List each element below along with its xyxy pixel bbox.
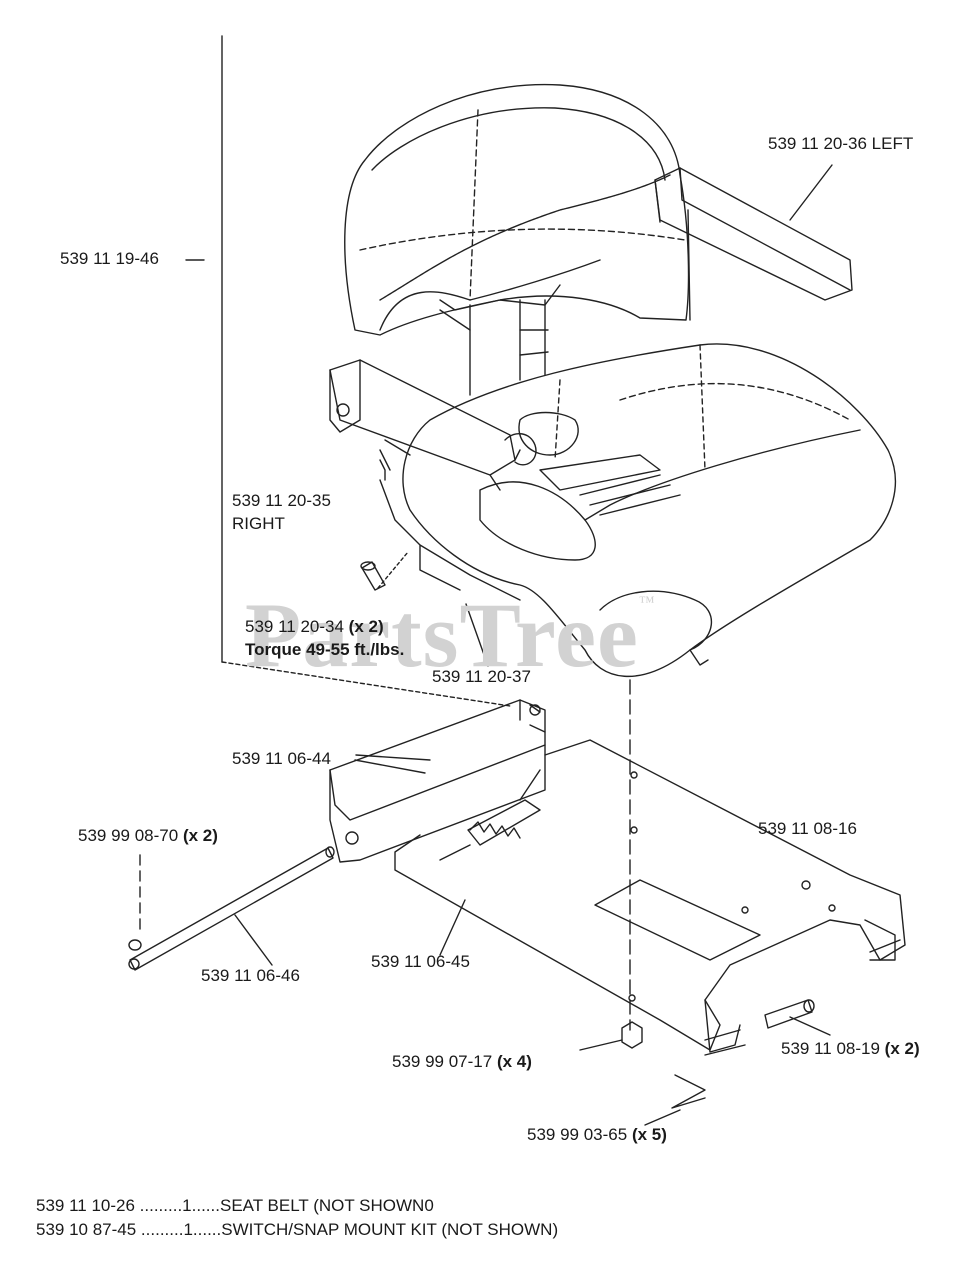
bushing (704, 999, 831, 1056)
label-nut: 539 99 07-17 (x 4) (392, 1052, 532, 1071)
label-armrest-left: 539 11 20-36 LEFT (768, 134, 914, 153)
footnote-seat-belt: 539 11 10-26 .........1......SEAT BELT (… (36, 1196, 434, 1215)
seat-cushion (402, 343, 897, 677)
label-rod: 539 11 06-46 (201, 966, 300, 985)
label-bolt-torque: Torque 49-55 ft./lbs. (245, 640, 405, 659)
label-bolt: 539 11 20-34 (x 2) (245, 617, 384, 636)
label-seat-pad: 539 11 20-37 (432, 667, 531, 686)
left-armrest (654, 167, 853, 321)
seat-frame (379, 479, 521, 601)
slide-rail (329, 699, 546, 863)
pin (128, 854, 142, 951)
label-bushing: 539 11 08-19 (x 2) (781, 1039, 920, 1058)
label-spring: 539 11 06-45 (371, 952, 470, 971)
footnote-switch-kit: 539 10 87-45 .........1......SWITCH/SNAP… (36, 1220, 559, 1239)
seat-plate (394, 739, 906, 1053)
spring (439, 769, 541, 956)
rod (128, 846, 335, 971)
label-armrest-right-side: RIGHT (232, 514, 285, 533)
label-cotter-pin: 539 99 03-65 (x 5) (527, 1125, 667, 1144)
label-pin: 539 99 08-70 (x 2) (78, 826, 218, 845)
cotter-pin (644, 1074, 706, 1126)
label-seat-assembly: 539 11 19-46 (60, 249, 159, 268)
nut (579, 1021, 643, 1051)
right-armrest (329, 359, 537, 491)
label-armrest-right: 539 11 20-35 (232, 491, 331, 510)
seat-back (344, 83, 690, 396)
label-seat-plate: 539 11 08-16 (758, 819, 857, 838)
mount-bolt (360, 551, 409, 591)
label-slide-rail: 539 11 06-44 (232, 749, 331, 768)
partstree-watermark: PartsTree™ (245, 584, 656, 686)
